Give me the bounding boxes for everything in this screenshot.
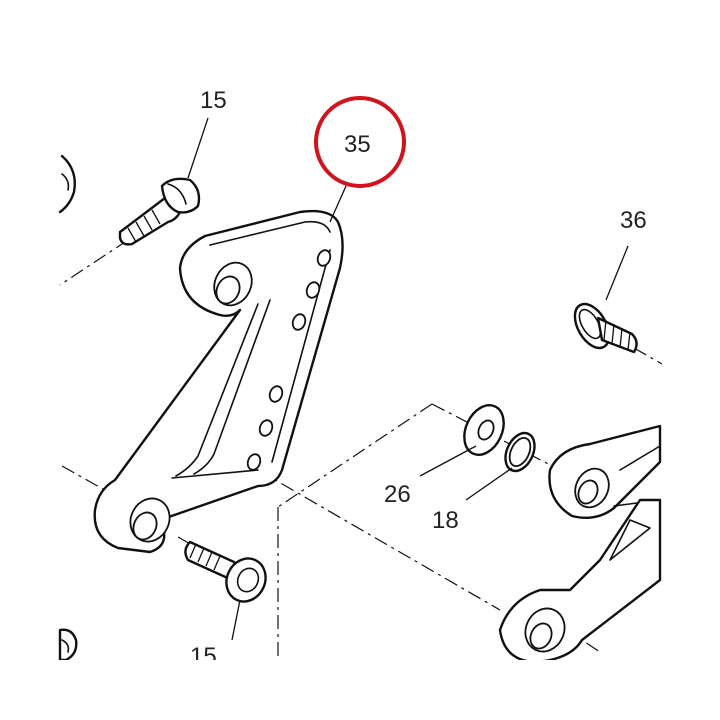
centerline-right-bolt [633, 347, 663, 365]
leader-35 [329, 185, 347, 223]
washer-part-26 [463, 404, 505, 456]
leader-15-top [187, 117, 209, 179]
centerline-washer-diagonal [277, 403, 433, 508]
bottom-crop-mask [0, 660, 720, 720]
centerline-bracket-to-lower-lever [257, 469, 501, 611]
bolt-part-15-bottom [184, 540, 267, 603]
callout-18: 18 [432, 507, 459, 534]
leader-18 [465, 467, 513, 501]
callout-36: 36 [620, 207, 647, 234]
adjacent-part-fragments [58, 154, 78, 662]
bolt-part-15-top [118, 177, 201, 246]
bolt-part-36 [573, 302, 638, 354]
leader-15-bottom [231, 599, 241, 641]
leader-36 [605, 245, 629, 301]
callout-labels: 15 35 36 26 18 15 [190, 87, 647, 670]
leader-lines [187, 117, 629, 641]
bracket-part-35 [93, 209, 344, 554]
highlight-circle [314, 96, 406, 188]
centerline-washers [431, 403, 561, 471]
centerline-left [61, 465, 111, 494]
callout-26: 26 [384, 481, 411, 508]
callout-35: 35 [344, 131, 371, 158]
callout-15-top: 15 [200, 87, 227, 114]
ring-part-18 [504, 431, 536, 473]
footpeg-lever-right [498, 424, 662, 664]
leader-26 [419, 445, 477, 477]
centerline-top-bolt [59, 239, 129, 286]
